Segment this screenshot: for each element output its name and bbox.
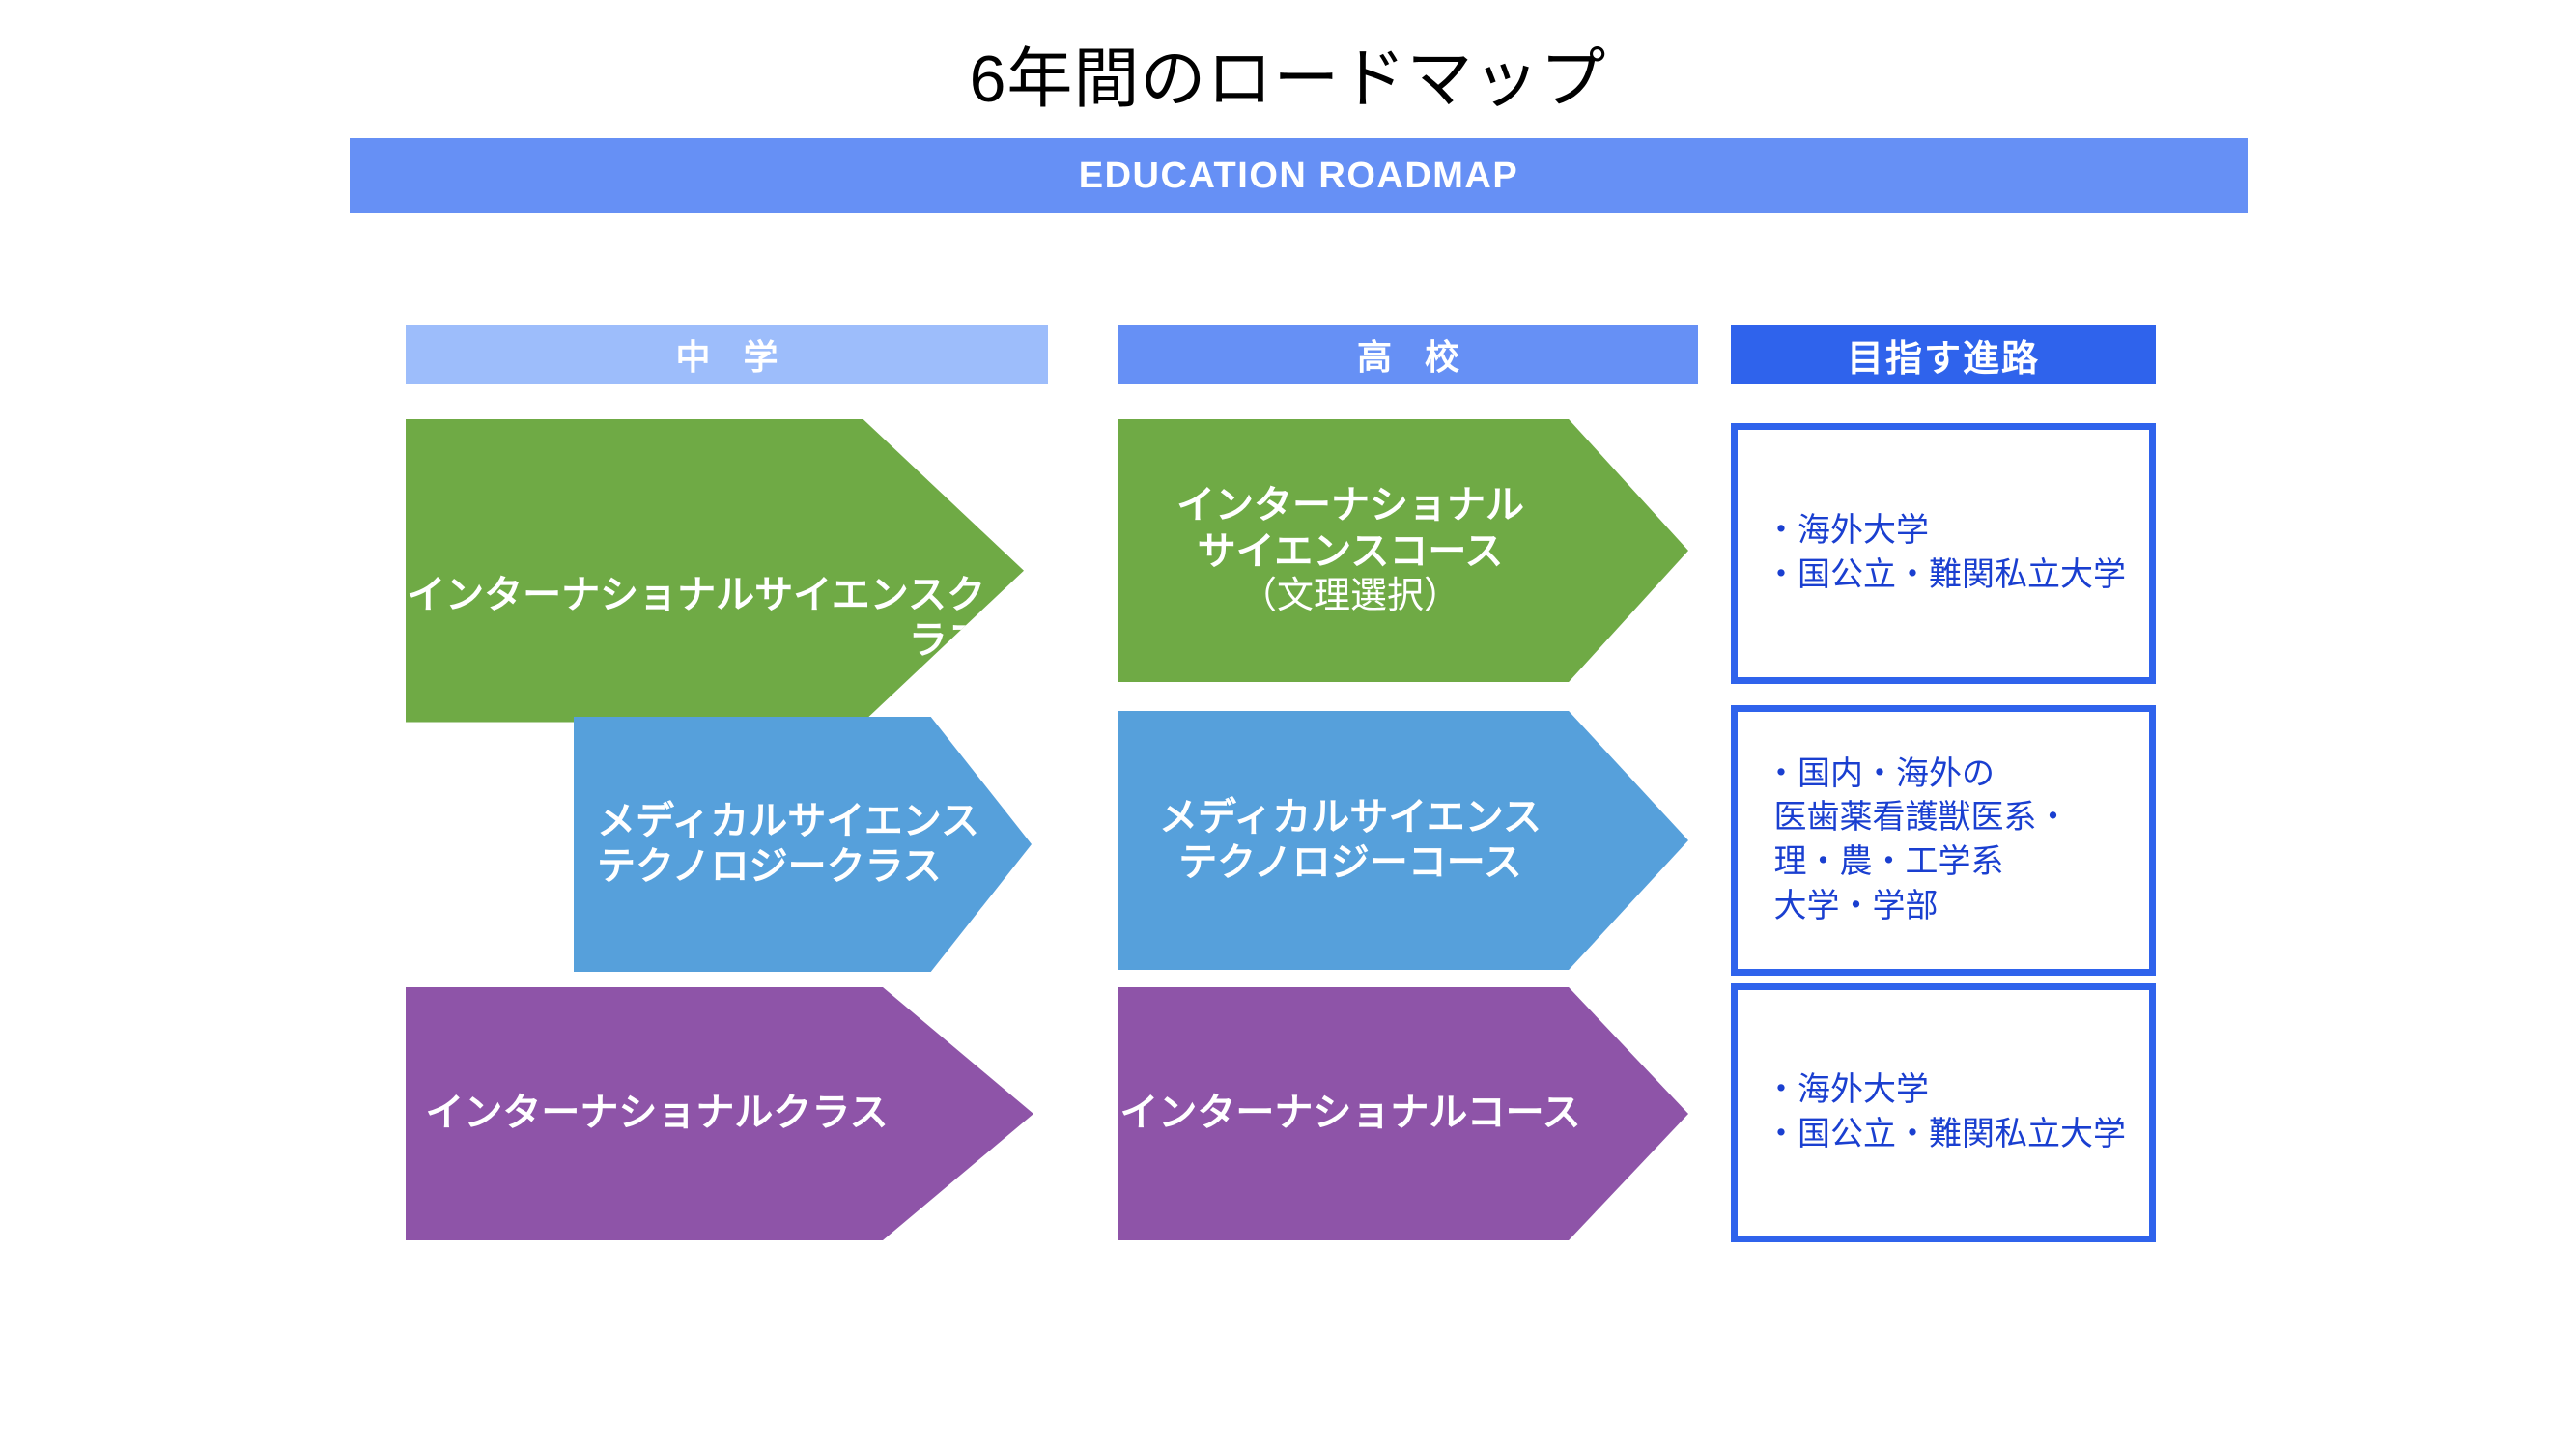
chevron-label: インターナショナルサイエンスクラス <box>407 573 985 662</box>
chevron-label-line2: サイエンスコース <box>1197 529 1504 573</box>
page-title: 6年間のロードマップ <box>969 43 1607 116</box>
chevron-label: インターナショナル サイエンスコース （文理選択） <box>1118 483 1582 617</box>
chevron-label-line3: （文理選択） <box>1239 575 1460 616</box>
chevron-label: メディカルサイエンス テクノロジークラス <box>597 799 1032 890</box>
chevron-label: メディカルサイエンス テクノロジーコース <box>1118 795 1582 886</box>
column-header-goal: 目指す進路 <box>1731 325 2156 384</box>
goal-box-text: ・国内・海外の 医歯薬看護獣医系・ 理・農・工学系 大学・学部 <box>1765 754 2070 924</box>
chevron-label-line2: テクノロジーコース <box>1178 841 1522 884</box>
column-header-high-school-label: 高 校 <box>1356 337 1471 377</box>
chevron-label-line1: メディカルサイエンス <box>1159 795 1542 838</box>
education-roadmap-banner: EDUCATION ROADMAP <box>350 138 2248 213</box>
column-header-middle-school: 中 学 <box>406 325 1048 384</box>
column-header-goal-label: 目指す進路 <box>1846 338 2040 380</box>
column-header-high-school: 高 校 <box>1118 325 1698 384</box>
chevron-label-line2: テクノロジークラス <box>597 845 942 888</box>
goal-box-international-science: ・海外大学 ・国公立・難関私立大学 <box>1731 423 2156 684</box>
chevron-label-line1: インターナショナル <box>1176 484 1524 527</box>
chevron-high-international-science-course: インターナショナル サイエンスコース （文理選択） <box>1118 419 1688 682</box>
chevron-high-medical-science-technology-course: メディカルサイエンス テクノロジーコース <box>1118 711 1688 970</box>
chevron-label-line1: メディカルサイエンス <box>597 799 979 842</box>
goal-box-international: ・海外大学 ・国公立・難関私立大学 <box>1731 983 2156 1242</box>
goal-box-text: ・海外大学 ・国公立・難関私立大学 <box>1765 512 2126 593</box>
chevron-label: インターナショナルコース <box>1119 1092 1581 1135</box>
chevron-label: インターナショナルクラス <box>425 1092 889 1135</box>
banner-label: EDUCATION ROADMAP <box>1078 155 1519 196</box>
chevron-middle-medical-science-technology-class: メディカルサイエンス テクノロジークラス <box>574 717 1032 972</box>
goal-box-medical-science: ・国内・海外の 医歯薬看護獣医系・ 理・農・工学系 大学・学部 <box>1731 705 2156 976</box>
goal-box-text: ・海外大学 ・国公立・難関私立大学 <box>1765 1071 2126 1152</box>
column-header-middle-school-label: 中 学 <box>675 337 790 377</box>
chevron-high-international-course: インターナショナルコース <box>1118 987 1688 1240</box>
chevron-middle-international-class: インターナショナルクラス <box>406 987 1033 1240</box>
